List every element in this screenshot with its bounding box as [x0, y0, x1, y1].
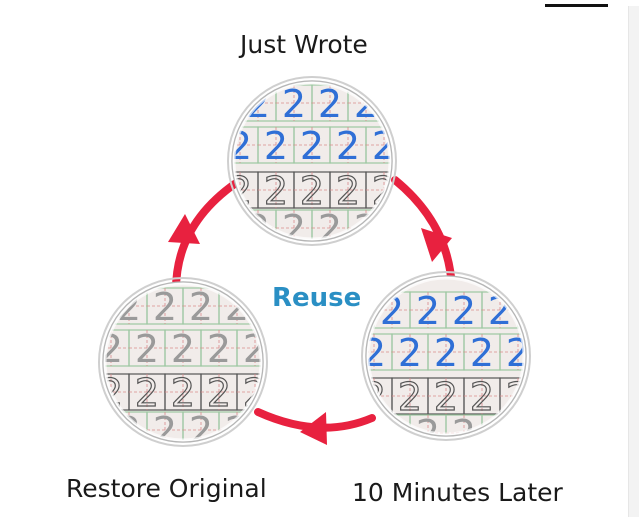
digit-glyph: 2: [398, 375, 422, 419]
practice-cell: 2: [128, 327, 166, 371]
practice-cell: 2: [391, 331, 429, 375]
arrowhead-right: [421, 228, 452, 262]
practice-cell: 2: [391, 374, 429, 420]
digit-glyph: 2: [300, 124, 324, 168]
practice-cell: 2: [293, 124, 331, 168]
practice-cell: 2: [200, 370, 238, 416]
digit-glyph: 2: [362, 331, 386, 375]
digit-glyph: 2: [153, 285, 177, 329]
practice-cell: 2: [293, 168, 331, 214]
practice-cell: 2: [427, 374, 465, 420]
digit-glyph: 2: [506, 331, 530, 375]
digit-glyph: 2: [434, 331, 458, 375]
practice-cell: 2: [409, 289, 447, 333]
digit-glyph: 2: [207, 371, 231, 415]
practice-cell: 2: [499, 331, 530, 375]
digit-glyph: 2: [452, 289, 476, 333]
practice-cell: 2: [481, 412, 519, 434]
digit-glyph: 2: [434, 375, 458, 419]
digit-glyph: 2: [246, 207, 270, 251]
outer-ring: [361, 271, 531, 441]
top-edge-bar: [545, 4, 608, 7]
digit-glyph: 2: [300, 169, 324, 213]
practice-cell: 2: [200, 327, 238, 371]
digit-glyph: 2: [135, 371, 159, 415]
digit-glyph: 2: [189, 285, 213, 329]
digit-glyph: 2: [416, 412, 440, 456]
outer-ring: [98, 277, 268, 447]
practice-cell: 2: [275, 82, 313, 126]
digit-glyph: 2: [117, 409, 141, 453]
right-edge-strip: [628, 6, 639, 517]
digit-glyph: 2: [225, 409, 249, 453]
practice-cell: 2: [146, 285, 184, 329]
digit-glyph: 2: [171, 371, 195, 415]
digit-glyph: 2: [336, 169, 360, 213]
arrow-heads: [168, 214, 452, 445]
digit-glyph: 2: [354, 207, 378, 251]
digit-glyph: 2: [207, 327, 231, 371]
digit-glyph: 2: [336, 124, 360, 168]
practice-cell: 2: [427, 331, 465, 375]
practice-cell: 2: [182, 285, 220, 329]
label-just-wrote: Just Wrote: [240, 30, 368, 59]
digit-glyph: 2: [264, 169, 288, 213]
practice-cell: 2: [311, 82, 349, 126]
label-ten-minutes-later: 10 Minutes Later: [352, 478, 563, 507]
practice-cell: 2: [257, 124, 295, 168]
outer-ring: [227, 76, 397, 246]
practice-cell: 2: [499, 374, 524, 420]
digit-glyph: 2: [318, 82, 342, 126]
digit-glyph: 2: [282, 82, 306, 126]
digit-glyph: 2: [135, 327, 159, 371]
digit-glyph: 2: [470, 375, 494, 419]
digit-glyph: 2: [452, 412, 476, 456]
digit-glyph: 2: [264, 124, 288, 168]
digit-glyph: 2: [398, 331, 422, 375]
digit-glyph: 2: [470, 331, 494, 375]
arrowhead-bottom: [300, 412, 327, 445]
center-reuse-label: Reuse: [272, 283, 362, 313]
arrowhead-left: [168, 214, 200, 244]
label-restore-original: Restore Original: [66, 474, 267, 503]
digit-glyph: 2: [416, 289, 440, 333]
digit-glyph: 2: [171, 327, 195, 371]
